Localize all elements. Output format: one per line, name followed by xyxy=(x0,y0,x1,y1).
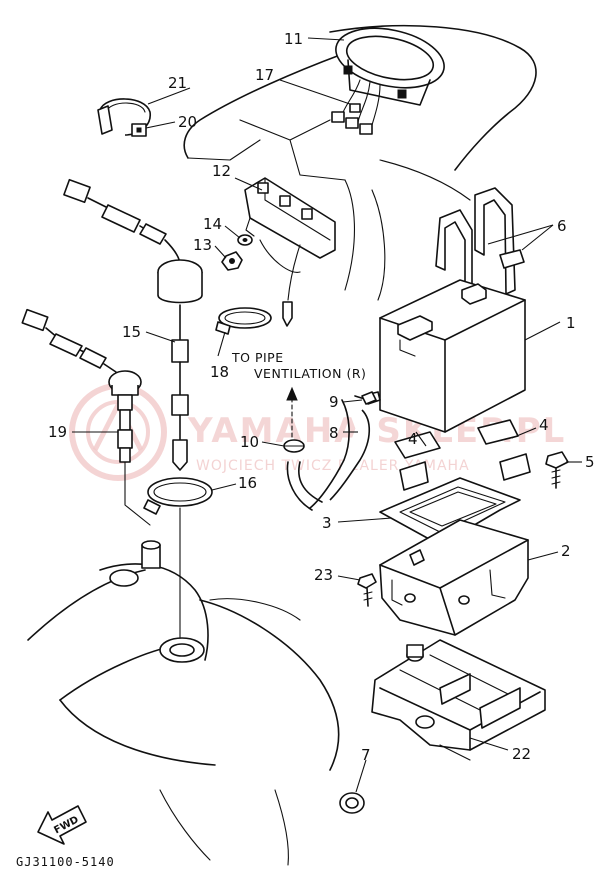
part-17-connectors xyxy=(331,79,381,135)
part-16-hose-band xyxy=(143,477,213,515)
callout-23: 23 xyxy=(314,566,333,584)
callout-7: 7 xyxy=(361,746,371,764)
callout-4a: 4 xyxy=(408,430,418,448)
callout-4b: 4 xyxy=(539,416,549,434)
part-15-cable-assembly xyxy=(63,178,203,471)
callout-1: 1 xyxy=(566,314,576,332)
callout-3: 3 xyxy=(322,514,332,532)
callout-17: 17 xyxy=(255,66,274,84)
callout-6: 6 xyxy=(557,217,567,235)
part-19-sensor xyxy=(21,308,142,463)
part-6-battery-bands xyxy=(435,187,525,299)
sensor-mounts xyxy=(109,461,205,663)
part-7-grommet xyxy=(339,792,365,814)
part-11-meter-unit xyxy=(335,27,445,106)
callout-12: 12 xyxy=(212,162,231,180)
part-18-clamp xyxy=(215,307,272,335)
part-5-bolt xyxy=(545,451,569,489)
callout-19: 19 xyxy=(48,423,67,441)
callout-15: 15 xyxy=(122,323,141,341)
callout-2: 2 xyxy=(561,542,571,560)
part-23-screw xyxy=(357,573,377,607)
part-2-battery-box xyxy=(379,519,529,636)
part-20-21-band-clip xyxy=(97,98,151,137)
ventilation-arrow xyxy=(286,386,298,441)
part-1-battery xyxy=(364,279,526,433)
callout-18: 18 xyxy=(210,363,229,381)
callout-22: 22 xyxy=(512,745,531,763)
watermark-sub: WOJCIECH TWICZ DEALER YAMAHA xyxy=(196,458,470,474)
hull-outline xyxy=(27,24,537,866)
part-10-hose-clamp xyxy=(283,439,305,453)
part-13-nut xyxy=(221,251,243,271)
part-9-hose-fitting xyxy=(361,391,377,405)
callout-20: 20 xyxy=(178,113,197,131)
part-22-bottom-bracket xyxy=(371,639,546,761)
part-12-bracket xyxy=(244,177,336,327)
callout-13: 13 xyxy=(193,236,212,254)
callout-9: 9 xyxy=(329,393,339,411)
note-line-1: TO PIPE xyxy=(231,350,284,365)
callout-10: 10 xyxy=(240,433,259,451)
part-14-washer xyxy=(237,234,253,246)
callout-16: 16 xyxy=(238,474,257,492)
callout-14: 14 xyxy=(203,215,222,233)
callout-11: 11 xyxy=(284,30,303,48)
callout-21: 21 xyxy=(168,74,187,92)
leader-lines xyxy=(72,37,582,793)
ventilation-note: TO PIPE VENTILATION (R) xyxy=(231,350,366,381)
callouts: 1 2 3 4 4 5 6 7 8 9 10 11 12 13 14 15 16… xyxy=(48,30,595,764)
callout-5: 5 xyxy=(585,453,595,471)
part-4-pads xyxy=(394,419,531,491)
callout-8: 8 xyxy=(329,424,339,442)
fwd-arrow-icon: FWD xyxy=(37,805,87,845)
note-line-2: VENTILATION (R) xyxy=(254,366,366,381)
figure-code: GJ31100-5140 xyxy=(16,855,115,869)
